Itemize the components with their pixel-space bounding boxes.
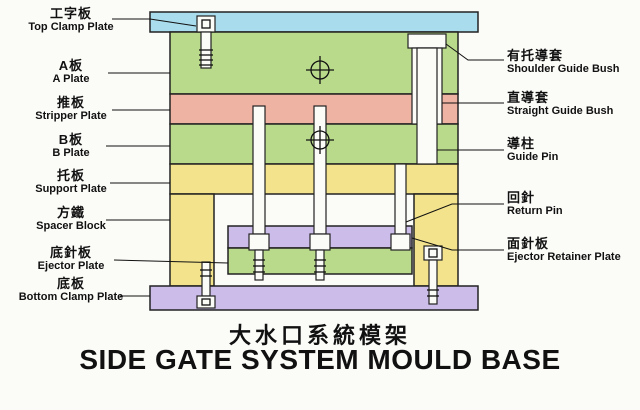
diagram-title-english: SIDE GATE SYSTEM MOULD BASE [79,344,561,375]
bolt-shaft [252,105,266,235]
screw-head [196,295,216,309]
label-top-clamp-plate: 工字板 Top Clamp Plate [0,6,142,34]
label-zh: 面針板 [507,236,550,251]
label-zh: 方鐵 [56,205,85,220]
label-zh: 有托導套 [507,48,564,63]
label-ejector-retainer-plate: 面針板 Ejector Retainer Plate [507,236,639,264]
bolt-head [309,233,331,251]
label-en: A Plate [52,73,90,85]
leader-return-pin [405,203,504,223]
label-en: Ejector Plate [37,260,105,272]
label-bottom-clamp-plate: 底板 Bottom Clamp Plate [0,276,142,304]
label-ejector-plate: 底針板 Ejector Plate [0,245,142,273]
screw-head [196,15,216,33]
label-zh: 工字板 [49,6,92,21]
label-en: B Plate [52,147,90,159]
screw-shaft [201,261,211,297]
label-zh: 底針板 [49,245,92,260]
locating-hole-mark-lower [306,126,334,154]
label-zh: 推板 [56,95,85,110]
guide-bush-pin-assembly [407,33,447,165]
shoulder-guide-bush-flange [407,33,447,49]
label-zh: 導柱 [507,136,536,151]
label-en: Stripper Plate [35,110,107,122]
label-support-plate: 托板 Support Plate [0,168,142,196]
label-stripper-plate: 推板 Stripper Plate [0,95,142,123]
label-en: Bottom Clamp Plate [18,291,124,303]
screw-head [423,245,443,261]
label-zh: 回針 [507,190,536,205]
return-pin-shape [390,163,411,251]
label-spacer-block: 方鐵 Spacer Block [0,205,142,233]
leader-ejector-retainer-plate [411,237,504,251]
screw-shaft [428,259,438,305]
locating-hole-mark-upper [306,56,334,84]
label-return-pin: 回針 Return Pin [507,190,639,218]
label-en: Ejector Retainer Plate [507,251,621,263]
label-en: Straight Guide Bush [507,105,614,117]
screw-socket [428,248,438,258]
return-pin-shaft [394,163,407,235]
bolt-thread [254,249,264,281]
label-en: Return Pin [507,205,563,217]
top-clamp-screw [196,15,216,69]
stripper-bolt-left [248,105,270,281]
label-zh: A板 [58,58,84,73]
label-en: Top Clamp Plate [28,21,114,33]
leader-ejector-plate [113,259,229,264]
label-en: Support Plate [35,183,107,195]
guide-pin-shape [416,47,438,165]
label-a-plate: A板 A Plate [0,58,142,86]
leader-shoulder-guide-bush [445,43,504,61]
label-b-plate: B板 B Plate [0,132,142,160]
label-guide-pin: 導柱 Guide Pin [507,136,639,164]
label-straight-guide-bush: 直導套 Straight Guide Bush [507,90,639,118]
screw-socket [201,298,211,306]
label-zh: 底板 [56,276,85,291]
label-zh: 直導套 [507,90,550,105]
label-zh: B板 [58,132,84,147]
stripper-bolt-center [309,105,331,281]
bolt-thread [315,249,325,281]
label-en: Spacer Block [36,220,106,232]
label-en: Shoulder Guide Bush [507,63,620,75]
label-en: Guide Pin [507,151,559,163]
label-shoulder-guide-bush: 有托導套 Shoulder Guide Bush [507,48,639,76]
spacer-screw-right [423,245,443,305]
return-pin-head [390,233,411,251]
bolt-shaft [313,105,327,235]
label-zh: 托板 [56,168,85,183]
bolt-head [248,233,270,251]
diagram-title-chinese: 大水口系統模架 [228,323,411,348]
screw-socket [201,19,211,29]
leader-top-clamp-plate [112,18,197,27]
